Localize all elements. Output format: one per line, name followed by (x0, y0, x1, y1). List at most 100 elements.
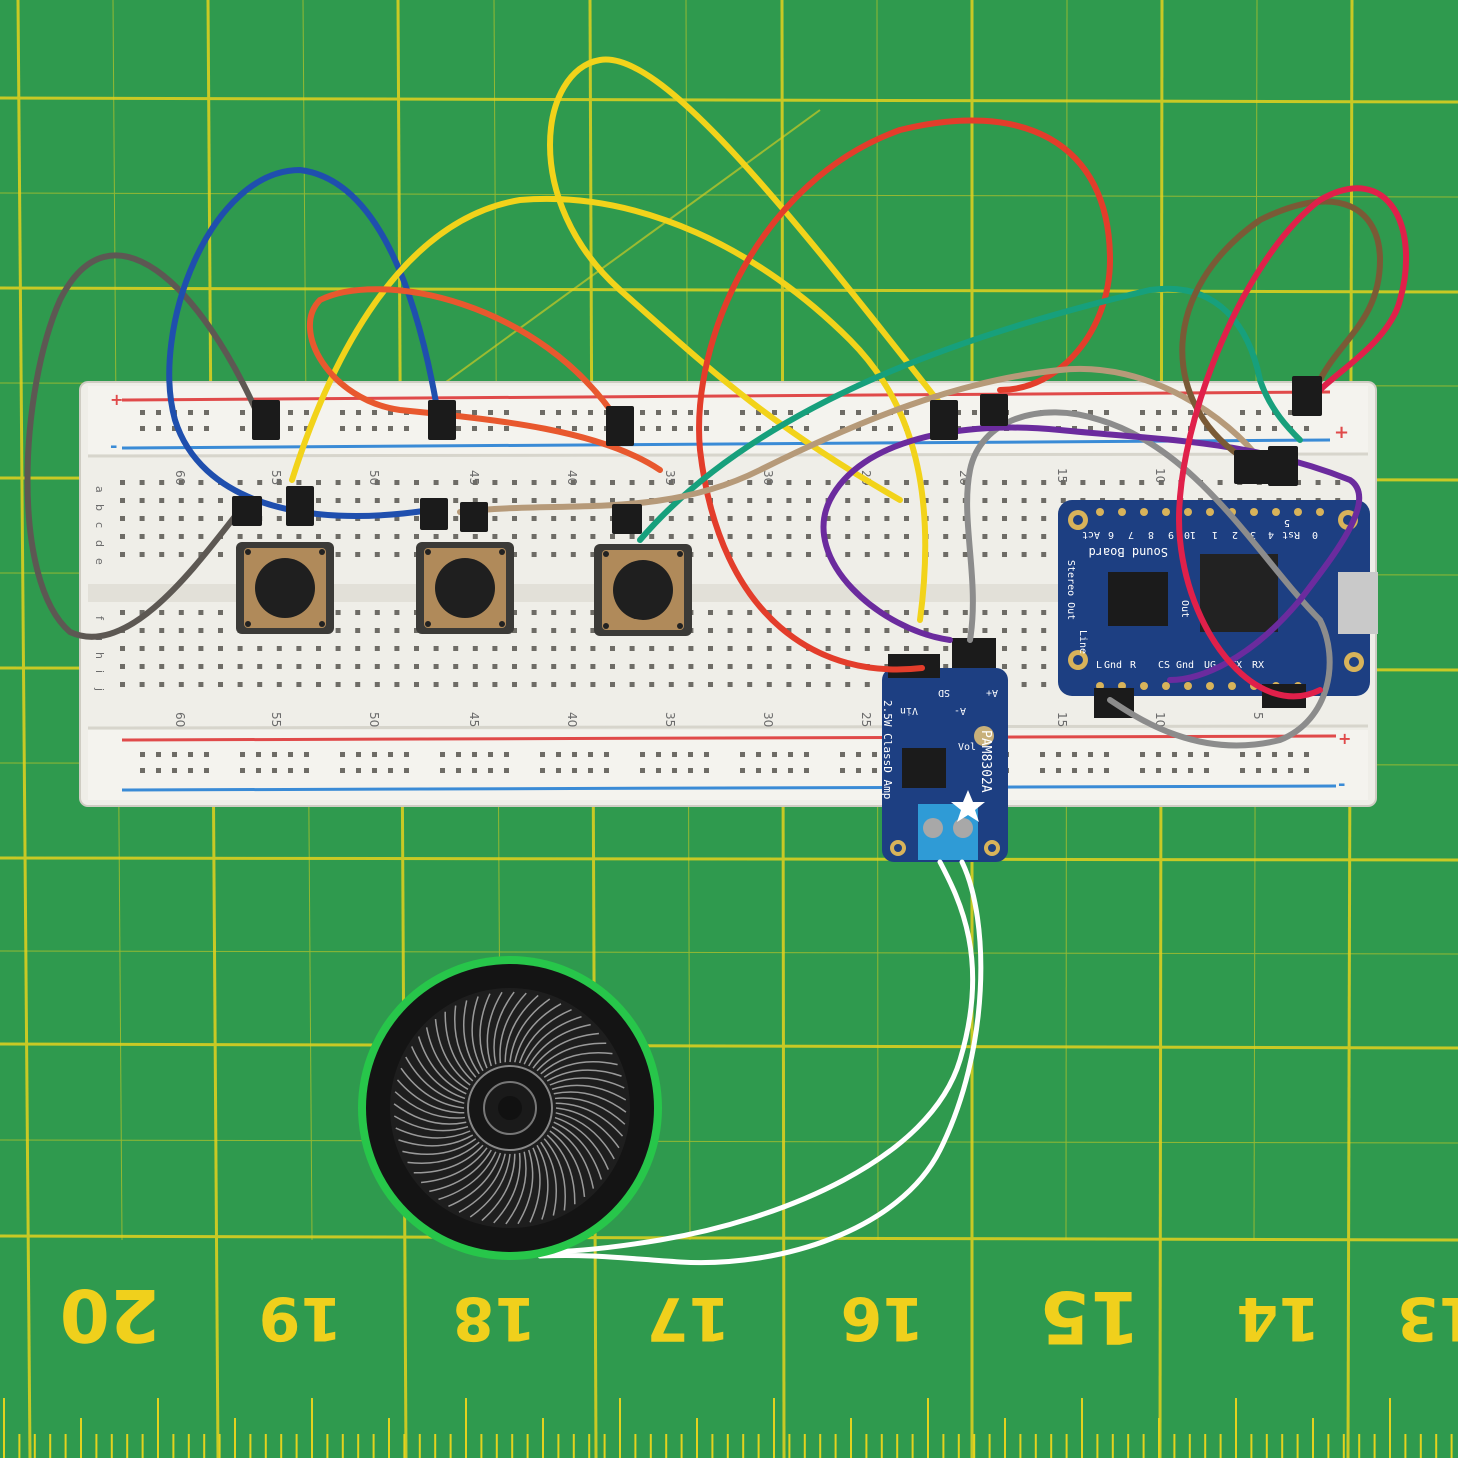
breadboard-hole (747, 480, 753, 485)
breadboard-hole (688, 664, 694, 669)
breadboard-hole (845, 480, 851, 485)
breadboard-hole (688, 480, 694, 485)
push-button-1[interactable] (236, 542, 334, 634)
breadboard-hole (414, 628, 419, 633)
breadboard-hole (551, 682, 557, 687)
breadboard-hole (335, 610, 341, 615)
breadboard-hole (504, 410, 509, 415)
breadboard-hole (257, 646, 263, 651)
breadboard-hole (672, 426, 677, 431)
breadboard-hole (1188, 410, 1193, 415)
push-button-3[interactable] (594, 544, 692, 636)
speaker-rib (413, 1144, 484, 1174)
breadboard-hole (688, 752, 693, 757)
breadboard-hole (570, 628, 576, 633)
breadboard-hole (504, 768, 509, 773)
breadboard-hole (178, 552, 184, 557)
breadboard-hole (120, 682, 125, 687)
pin-label: 5 (1284, 517, 1290, 528)
speaker-rib (444, 1011, 474, 1082)
breadboard-hole (1315, 480, 1321, 485)
breadboard-hole (943, 610, 949, 615)
speaker-rib (514, 1003, 562, 1063)
speaker-rib (509, 998, 551, 1063)
pin-label: 6 (1108, 529, 1114, 540)
breadboard-hole (740, 426, 745, 431)
breadboard-hole (288, 410, 293, 415)
breadboard-hole (159, 516, 165, 521)
breadboard-hole (551, 552, 557, 557)
breadboard-hole (492, 480, 498, 485)
breadboard-hole (923, 628, 929, 633)
breadboard-hole (788, 410, 793, 415)
breadboard-hole (335, 498, 341, 503)
breadboard-hole (1158, 480, 1164, 485)
breadboard-hole (374, 552, 380, 557)
breadboard-hole (1272, 752, 1277, 757)
breadboard-hole (572, 752, 577, 757)
breadboard-hole (531, 664, 537, 669)
breadboard-hole (1156, 410, 1161, 415)
column-label: 50 (367, 470, 381, 485)
speaker-rib (504, 994, 539, 1063)
breadboard-hole (1056, 768, 1061, 773)
breadboard-hole (884, 628, 890, 633)
breadboard-hole (1172, 426, 1177, 431)
breadboard-hole (1041, 534, 1047, 539)
breadboard-hole (316, 498, 321, 503)
ruler-numbers: 20 19 18 17 16 15 14 13 (60, 1273, 1458, 1359)
breadboard-hole (198, 534, 204, 539)
amp-subtitle: 2.5W ClassD Amp (881, 700, 894, 799)
breadboard-hole (590, 664, 596, 669)
breadboard-hole (288, 768, 293, 773)
breadboard-hole (512, 664, 517, 669)
breadboard-hole (982, 610, 988, 615)
breadboard-hole (531, 480, 537, 485)
breadboard-hole (178, 498, 184, 503)
column-label: 40 (565, 470, 579, 485)
breadboard-hole (394, 628, 400, 633)
breadboard-hole (610, 682, 615, 687)
pin-label: Gnd (1104, 660, 1122, 671)
breadboard-hole (433, 480, 439, 485)
breadboard-hole (372, 410, 377, 415)
breadboard-hole (872, 768, 877, 773)
column-label: 50 (367, 712, 381, 727)
breadboard-hole (806, 682, 811, 687)
breadboard-hole (884, 552, 890, 557)
breadboard-hole (1119, 480, 1125, 485)
breadboard-hole (904, 610, 909, 615)
breadboard-hole (1140, 752, 1145, 757)
breadboard-hole (786, 480, 792, 485)
amp-pin-label: Vin (900, 705, 918, 716)
breadboard-hole (943, 534, 949, 539)
breadboard-hole (531, 628, 537, 633)
breadboard-hole (1041, 516, 1047, 521)
breadboard-hole (531, 516, 537, 521)
breadboard-hole (1104, 426, 1109, 431)
speaker-rib (471, 996, 484, 1072)
speaker-rib (532, 1032, 599, 1069)
speaker-rib (536, 1144, 549, 1220)
breadboard-hole (756, 768, 761, 773)
breadboard-hole (1304, 768, 1309, 773)
pin-label: 2 (1232, 529, 1238, 540)
breadboard-hole (512, 610, 517, 615)
breadboard-hole (453, 664, 459, 669)
speaker-rib (555, 1102, 624, 1137)
breadboard-hole (472, 768, 477, 773)
breadboard-hole (1056, 752, 1061, 757)
breadboard-hole (982, 516, 988, 521)
breadboard-hole (120, 516, 125, 521)
breadboard-hole (788, 752, 793, 757)
breadboard-hole (747, 498, 753, 503)
push-button-2[interactable] (416, 542, 514, 634)
speaker-rib (410, 1046, 466, 1100)
breadboard-hole (727, 628, 733, 633)
breadboard-hole (296, 664, 302, 669)
row-label: e (93, 558, 106, 565)
breadboard-hole (218, 664, 223, 669)
breadboard-hole (159, 534, 165, 539)
breadboard-hole (708, 534, 713, 539)
breadboard-hole (1040, 752, 1045, 757)
